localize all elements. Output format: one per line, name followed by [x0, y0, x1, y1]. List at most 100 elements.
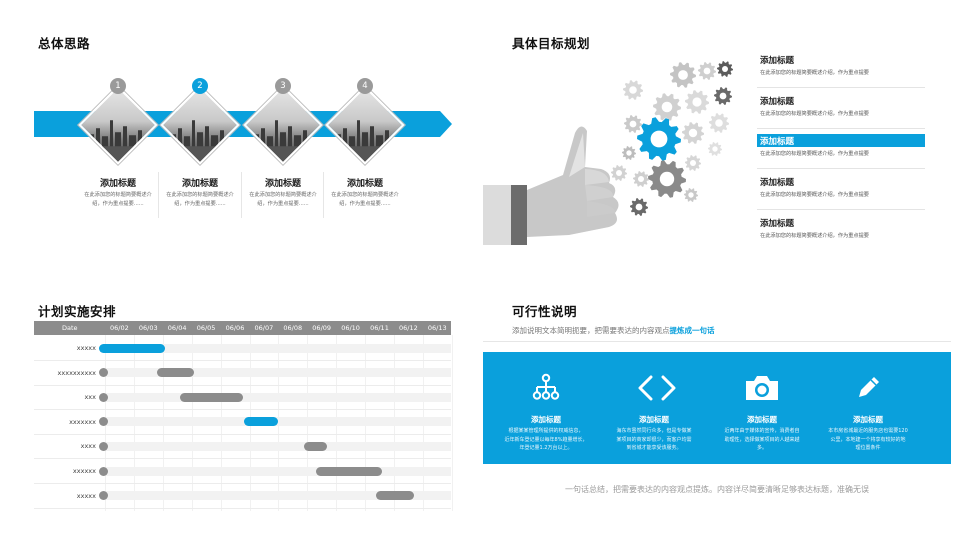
step-desc-line-1: 在此添加您的标题简要概述介: [84, 192, 152, 198]
gantt-task-bar[interactable]: [243, 417, 279, 427]
feature-title-2: 添加标题: [639, 415, 669, 424]
gantt-row-divider: [34, 507, 451, 509]
gantt-date-06-08: 06/08: [283, 324, 303, 332]
goal-highlight-bar: [757, 134, 925, 147]
gantt-date-06-02: 06/02: [110, 324, 129, 332]
thumbs-up-gears-illustration: [483, 61, 733, 245]
step-desc-line-1: 在此添加您的标题简要概述介: [166, 192, 234, 198]
step-title-4: 添加标题: [346, 179, 383, 189]
gantt-date-06-06: 06/06: [225, 324, 245, 332]
goal-divider: [757, 209, 925, 211]
gantt-task-label: xxxxxxxxxx: [57, 368, 96, 377]
gantt-date-06-03: 06/03: [138, 324, 158, 332]
feature-desc-line: 公里，本地建一个将享有较好的地: [830, 436, 906, 443]
gantt-row-divider: [34, 409, 451, 411]
goal-item-desc-5: 在此添加您的标题简要概述介绍，作为重点提要: [760, 232, 869, 239]
gantt-header-date-label: Date: [62, 324, 78, 332]
gantt-task-bar[interactable]: [179, 392, 244, 402]
gantt-date-06-07: 06/07: [254, 324, 274, 332]
step-desc-line-2: 绍，作为重点提要......: [174, 201, 226, 207]
gantt-row-divider: [34, 433, 451, 435]
step-desc-3: 在此添加您的标题简要概述介绍，作为重点提要......: [243, 191, 323, 209]
feature-title-1: 添加标题: [531, 415, 561, 424]
gantt-task-track: [104, 368, 451, 378]
step-image-3: [243, 85, 323, 165]
goal-item-title-2: 添加标题: [760, 96, 795, 107]
gantt-task-bar[interactable]: [315, 466, 383, 476]
step-number-1: 1: [110, 78, 126, 94]
feature-title-3: 添加标题: [747, 415, 777, 424]
step-separator: [241, 172, 242, 218]
step-desc-line-2: 绍，作为重点提要......: [92, 201, 144, 207]
feature-desc-line: 近年新车登记量以每年8%趋量增长，: [504, 436, 588, 443]
step-desc-line-1: 在此添加您的标题简要概述介: [249, 192, 317, 198]
feasibility-divider: [483, 341, 951, 342]
step-separator: [323, 172, 324, 218]
step-image-4: [325, 85, 405, 165]
goal-item-desc-3: 在此添加您的标题简要概述介绍，作为重点提要: [760, 151, 869, 158]
feature-desc-line: 到省城才能享受该服务。: [626, 445, 682, 451]
step-number-3: 3: [275, 78, 291, 94]
step-image-2: [160, 85, 240, 165]
goal-item-title-3: 添加标题: [760, 137, 795, 148]
gantt-task-bar[interactable]: [99, 343, 166, 353]
step-desc-4: 在此添加您的标题简要概述介绍，作为重点提要......: [325, 191, 405, 209]
feasibility-subtitle-plain: 添加说明文本简明扼要，把需要表达的内容观点: [512, 326, 670, 335]
feature-desc-1: 根据某某管理所提供的权威信息， 近年新车登记量以每年8%趋量增长， 年登记量1.2万…: [498, 427, 594, 453]
gantt-date-06-05: 06/05: [196, 324, 216, 332]
goal-item-desc-1: 在此添加您的标题简要概述介绍，作为重点提要: [760, 70, 869, 76]
feature-desc-line: 年登记量1.2万台以上。: [519, 445, 573, 451]
gantt-task-track: [104, 491, 451, 501]
pencil-icon: [849, 373, 887, 407]
feature-desc-line: 多。: [756, 445, 767, 451]
feasibility-title: 可行性说明: [512, 304, 578, 319]
feature-desc-line: 某项目的商家却很少，而客户均需: [616, 436, 692, 443]
feature-title-4: 添加标题: [853, 415, 883, 424]
goal-item-title-1: 添加标题: [760, 56, 795, 66]
gantt-date-06-10: 06/10: [341, 324, 360, 332]
step-desc-line-2: 绍，作为重点提要......: [339, 201, 391, 207]
gantt-date-06-09: 06/09: [312, 324, 332, 332]
gantt-task-bar[interactable]: [376, 491, 414, 501]
gantt-date-06-13: 06/13: [427, 324, 447, 332]
feature-desc-line: 海东市虽然同行众多，但是专做某: [616, 428, 692, 434]
gantt-task-marker: [99, 466, 108, 476]
gantt-task-bar[interactable]: [156, 368, 195, 378]
gantt-row-divider: [34, 483, 451, 484]
feature-desc-3: 近两年由于媒体的宣传，消费者自助理性，选择做某项目的人越来越多。: [714, 427, 810, 453]
plan-title: 计划实施安排: [38, 304, 117, 319]
process-arrow-head: [440, 111, 452, 137]
step-number-2: 2: [192, 78, 208, 94]
feasibility-footer: 一句话总结，把需要表达的内容观点提炼。内容详尽简要清晰足够表达标题，准确无误: [565, 485, 869, 494]
gantt-task-bar[interactable]: [304, 441, 328, 451]
goal-item-title-4: 添加标题: [760, 178, 795, 189]
gantt-row-divider: [34, 360, 451, 361]
gantt-task-label: xxxxx: [76, 491, 96, 500]
feature-desc-line: 助理性，选择做某项目的人越来越: [724, 436, 800, 443]
hierarchy-icon: [527, 373, 565, 407]
step-number-4: 4: [357, 78, 373, 94]
feasibility-subtitle: 添加说明文本简明扼要，把需要表达的内容观点提炼成一句话: [512, 325, 715, 336]
goal-divider: [757, 127, 925, 129]
step-separator: [158, 172, 159, 218]
gantt-task-marker: [99, 491, 108, 501]
goal-divider: [757, 87, 925, 88]
gantt-task-label: xxxxxx: [72, 467, 96, 475]
step-title-2: 添加标题: [181, 179, 218, 189]
gantt-task-marker: [99, 417, 108, 427]
goal-item-title-5: 添加标题: [760, 218, 795, 229]
gantt-task-track: [104, 343, 451, 353]
gantt-gridline: [451, 335, 453, 511]
gantt-row-divider: [34, 384, 451, 386]
feature-desc-line: 根据某某管理所提供的权威信息，: [508, 428, 584, 434]
feasibility-subtitle-bold: 提炼成一句话: [669, 326, 715, 335]
step-title-1: 添加标题: [99, 179, 136, 189]
gantt-date-06-12: 06/12: [399, 324, 418, 332]
camera-icon: [743, 373, 781, 407]
step-image-1: [78, 85, 158, 165]
overall-title: 总体思路: [38, 36, 91, 51]
goal-divider: [757, 168, 925, 170]
goal-item-desc-4: 在此添加您的标题简要概述介绍，作为重点提要: [760, 192, 869, 199]
